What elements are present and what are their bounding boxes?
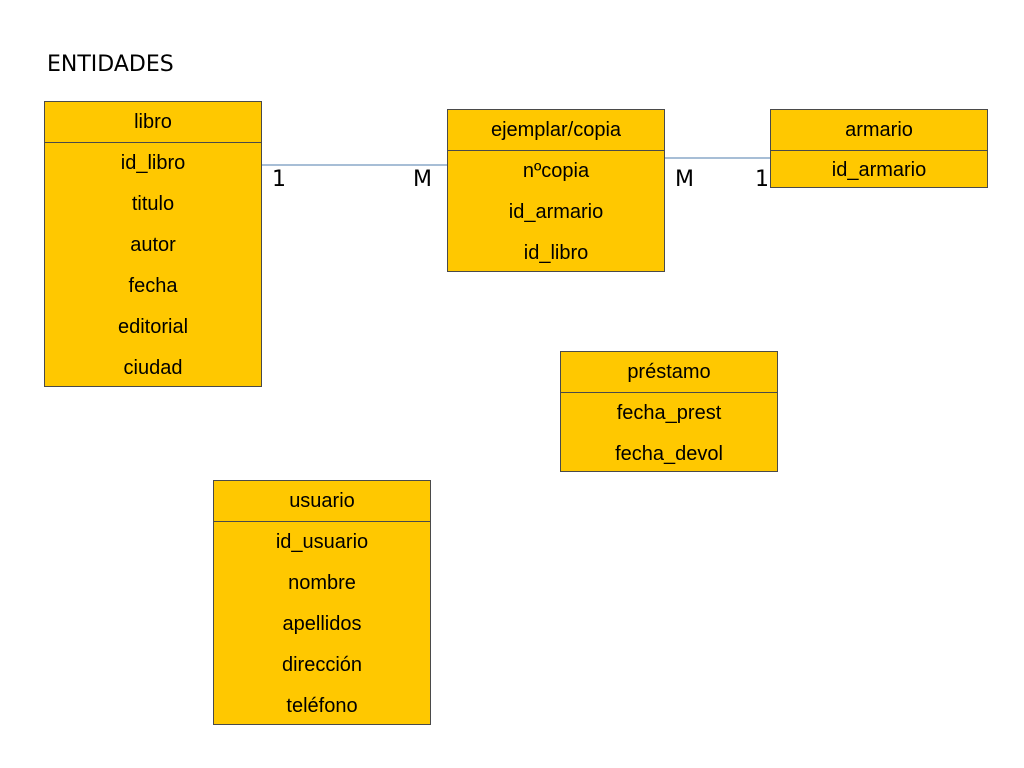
attr-id-libro-ref: id_libro (523, 242, 589, 264)
attr-id-armario: id_armario (508, 201, 604, 223)
attr-nocopia: nºcopia (522, 160, 590, 182)
attr-armario-id: id_armario (831, 159, 927, 181)
entity-prestamo: préstamo fecha_prest fecha_devol (560, 351, 778, 472)
attr-apellidos: apellidos (282, 613, 362, 635)
attr-ciudad: ciudad (123, 357, 183, 379)
attr-direccion: dirección (281, 654, 363, 676)
attr-id-libro: id_libro (120, 152, 186, 174)
entity-prestamo-name: préstamo (561, 352, 777, 393)
cardinality-ejemplar-armario: M (675, 167, 694, 192)
cardinality-ejemplar-libro: M (413, 167, 432, 192)
attr-autor: autor (130, 234, 176, 256)
attr-nombre: nombre (288, 572, 356, 594)
entity-ejemplar-copia: ejemplar/copia nºcopia id_armario id_lib… (447, 109, 665, 272)
entity-usuario-name: usuario (214, 481, 430, 522)
entity-armario: armario id_armario (770, 109, 988, 188)
entity-usuario: usuario id_usuario nombre apellidos dire… (213, 480, 431, 725)
entity-armario-name: armario (771, 110, 987, 151)
attr-fecha-devol: fecha_devol (615, 443, 723, 465)
attr-id-usuario: id_usuario (275, 531, 369, 553)
attr-editorial: editorial (117, 316, 189, 338)
entity-libro-name: libro (45, 102, 261, 143)
entity-libro: libro id_libro titulo autor fecha editor… (44, 101, 262, 387)
cardinality-armario: 1 (755, 167, 769, 192)
page-title: ENTIDADES (47, 52, 174, 77)
attr-fecha-prest: fecha_prest (616, 402, 722, 424)
attr-titulo: titulo (131, 193, 175, 215)
attr-telefono: teléfono (286, 695, 358, 717)
attr-fecha: fecha (128, 275, 178, 297)
cardinality-libro: 1 (272, 167, 286, 192)
entity-ejemplar-name: ejemplar/copia (448, 110, 664, 151)
